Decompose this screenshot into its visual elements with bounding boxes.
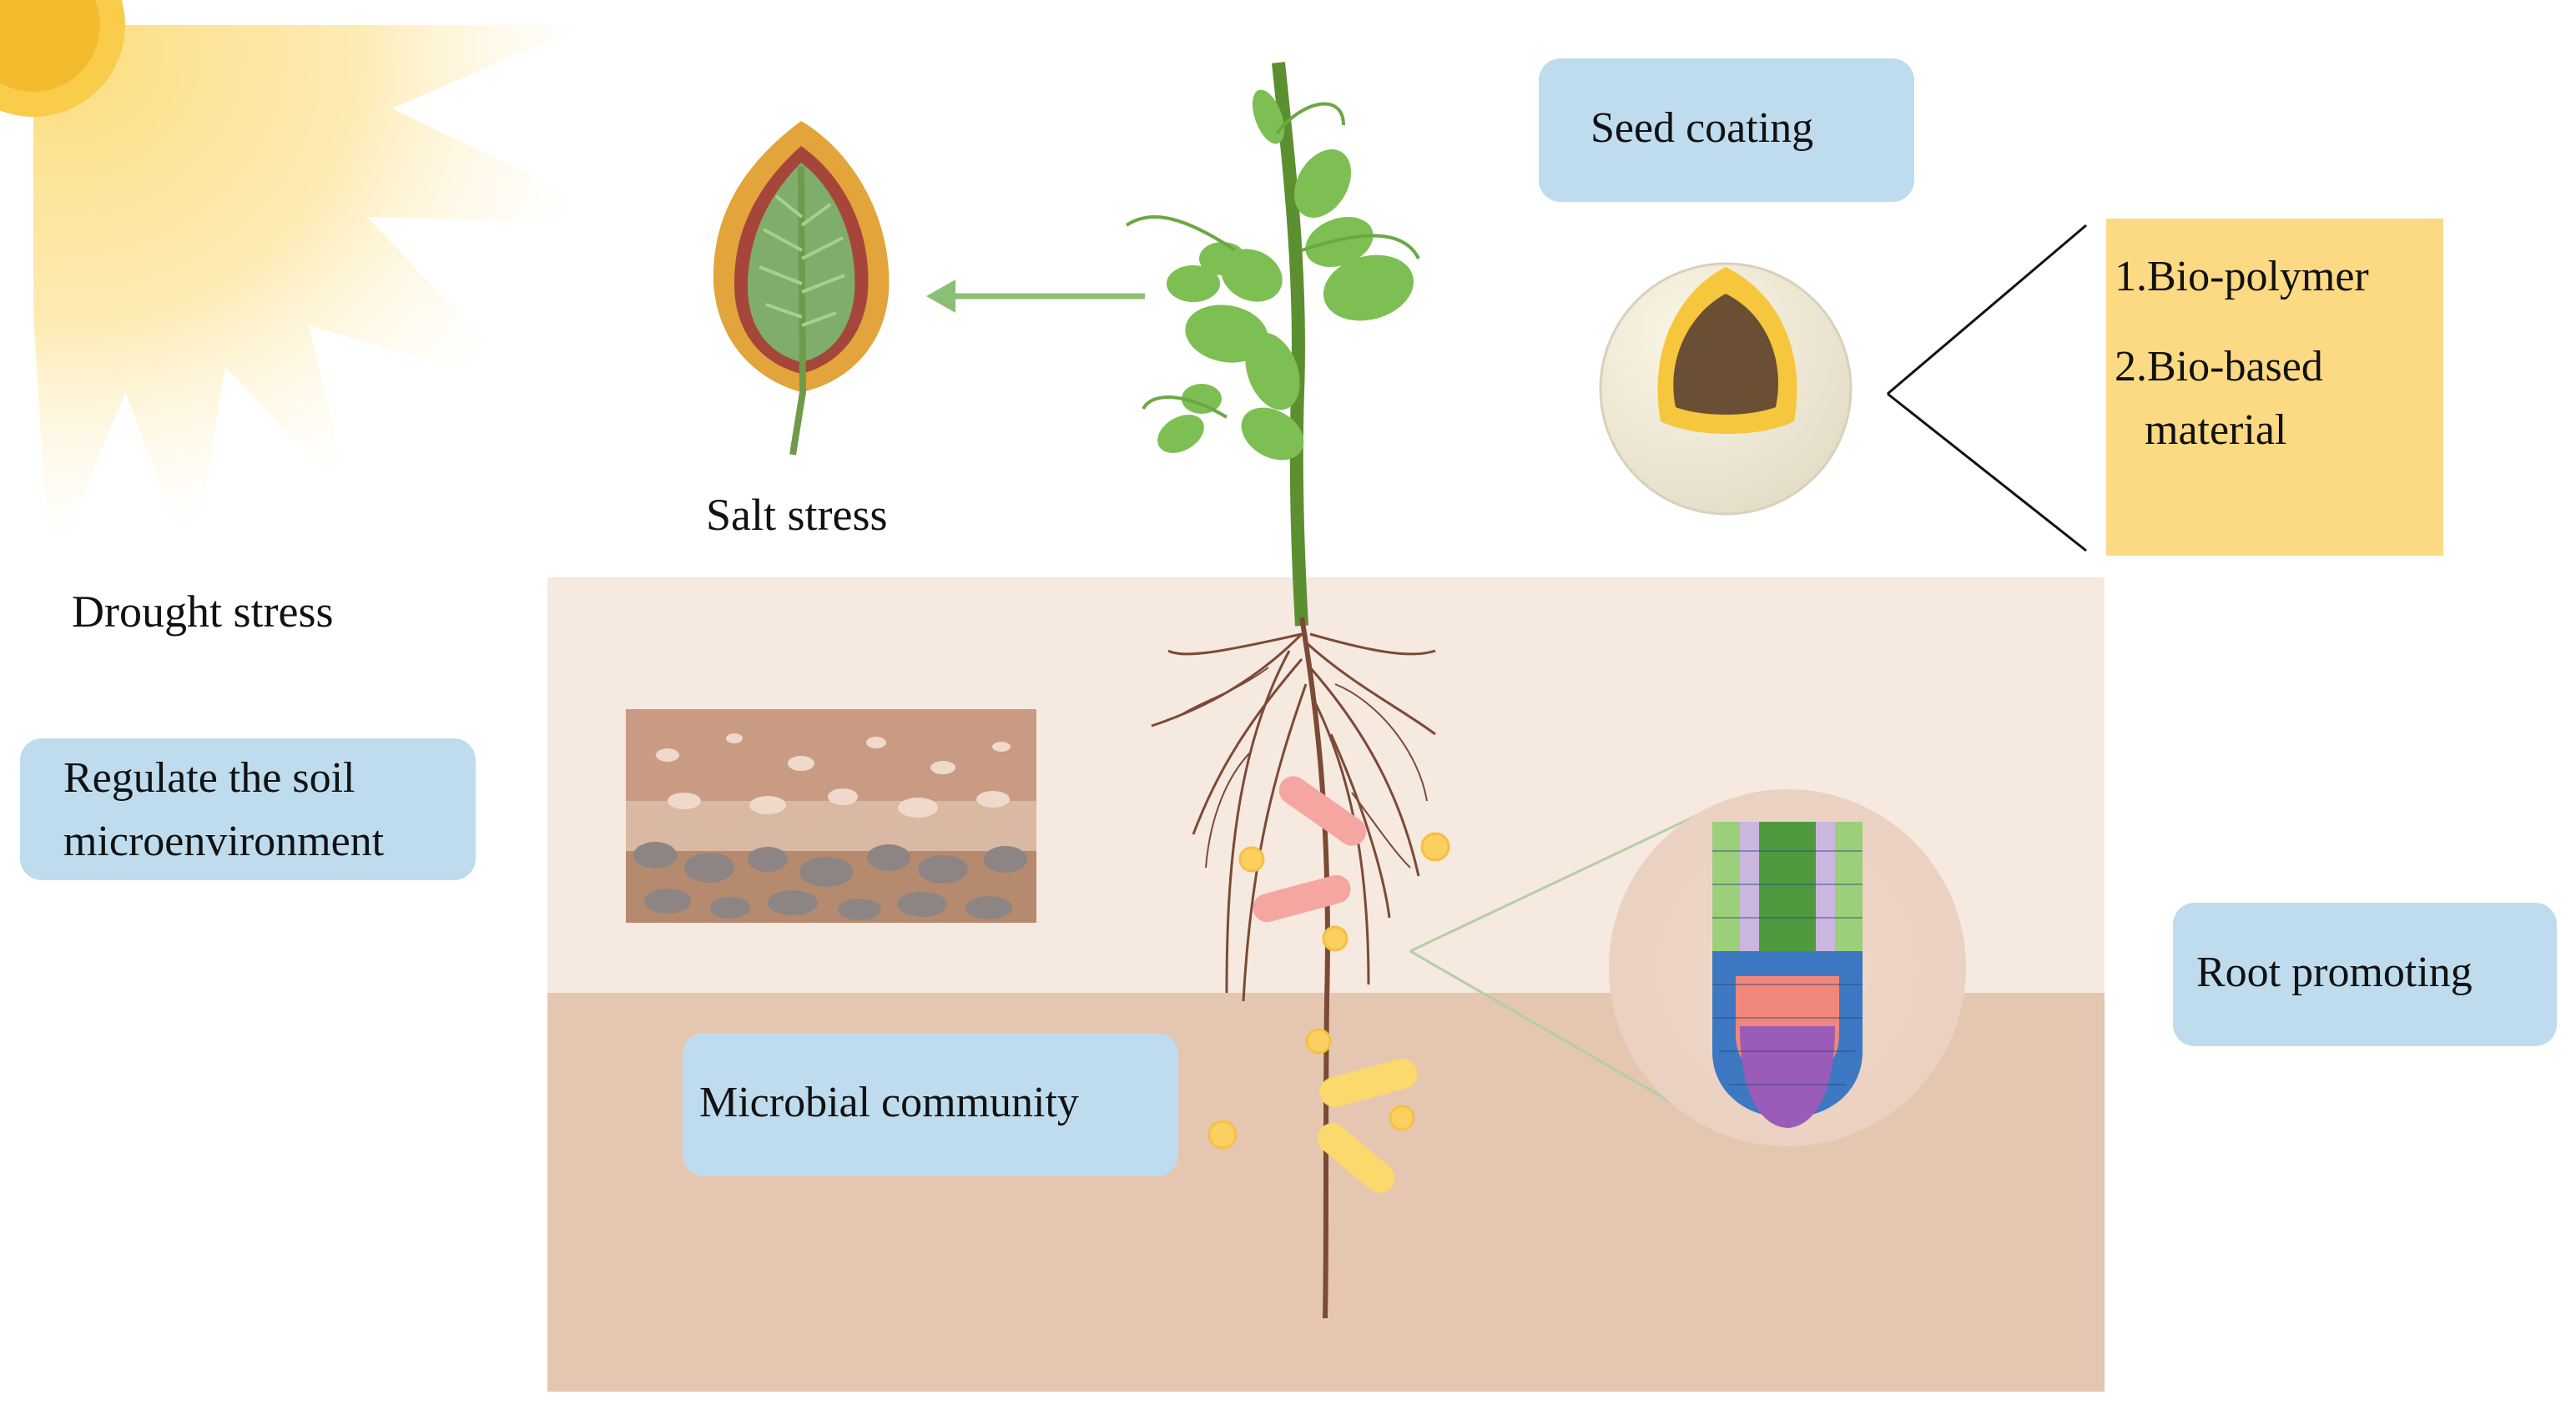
roots [1151,617,1436,1319]
root-promoting-text: Root promoting [2196,949,2473,996]
drought-stress-label: Drought stress [72,587,334,637]
material-item-2a: 2.Bio-based [2115,343,2323,390]
coated-seed-icon [1599,262,1853,516]
regulate-soil-line1: Regulate the soil [63,754,355,802]
regulate-soil-label: Regulate the soil microenvironment [20,738,476,880]
sun-icon [0,0,634,576]
root-tip-icon [1409,789,1966,1146]
arrow-to-leaf [926,279,1145,313]
plant-icon [1125,62,1420,627]
bacteria-icon [1207,776,1450,1193]
microbial-community-label: Microbial community [683,1033,1178,1176]
salt-stress-label: Salt stress [706,490,888,540]
seed-coating-label: Seed coating [1539,58,1914,202]
material-item-2b: material [2145,406,2287,454]
seed-callout [1887,224,2087,552]
material-box: 1.Bio-polymer 2.Bio-based material [2106,219,2443,556]
root-promoting-label: Root promoting [2173,903,2557,1046]
damaged-leaf-icon [713,121,890,456]
material-item-1: 1.Bio-polymer [2115,253,2369,300]
soil-layer-icon [626,709,1036,923]
seed-coating-text: Seed coating [1590,104,1814,152]
regulate-soil-line2: microenvironment [63,818,385,865]
microbial-community-text: Microbial community [699,1079,1079,1126]
